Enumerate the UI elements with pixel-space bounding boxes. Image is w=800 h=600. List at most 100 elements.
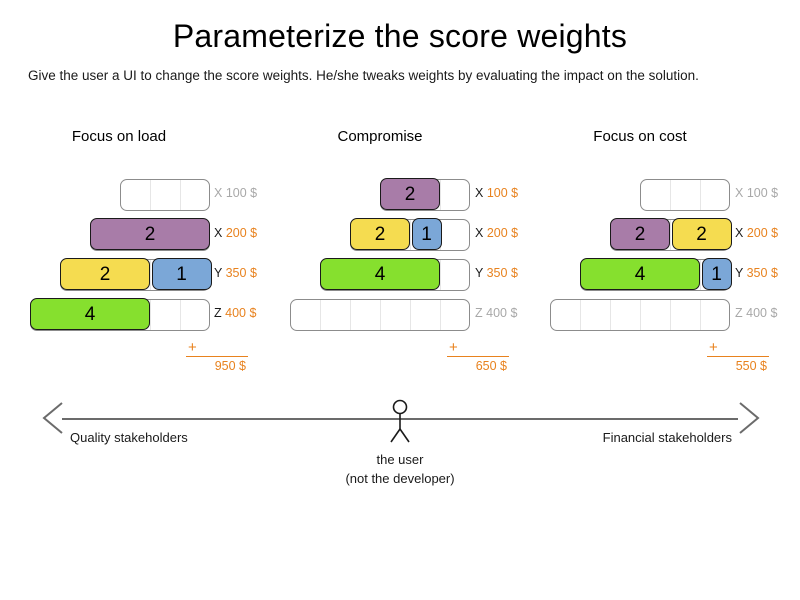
- row-amount: 350 $: [225, 266, 257, 280]
- weight-row: Z 400 $: [550, 295, 777, 335]
- weight-segment[interactable]: 1: [701, 258, 732, 290]
- column-sum: +950 $: [186, 340, 248, 373]
- row-amount: 100 $: [486, 186, 519, 200]
- track-slot[interactable]: [611, 300, 641, 330]
- track-slot[interactable]: [411, 180, 441, 210]
- page-subtitle: Give the user a UI to change the score w…: [28, 68, 699, 83]
- row-cost-label: X 200 $: [735, 226, 778, 240]
- track-slot[interactable]: [641, 220, 671, 250]
- row-amount: 100 $: [225, 186, 258, 200]
- track-slot[interactable]: [411, 300, 441, 330]
- track-slot[interactable]: [671, 260, 701, 290]
- weight-row: 4 Z 400 $: [28, 295, 256, 335]
- track-slot[interactable]: [671, 300, 701, 330]
- row-key: X: [214, 226, 223, 240]
- row-amount: 400 $: [746, 306, 778, 320]
- track-slot[interactable]: [151, 300, 181, 330]
- column-heading: Focus on load: [71, 128, 167, 145]
- row-cost-label: X 100 $: [214, 186, 257, 200]
- row-key: Z: [475, 306, 483, 320]
- track-slot[interactable]: [411, 260, 441, 290]
- track-slot[interactable]: [701, 300, 731, 330]
- track-slot[interactable]: [641, 180, 671, 210]
- row-cost-label: Z 400 $: [475, 306, 517, 320]
- track-slot[interactable]: [121, 300, 151, 330]
- weight-track[interactable]: [120, 179, 210, 211]
- weight-segment[interactable]: 1: [151, 258, 212, 290]
- track-slot[interactable]: [321, 300, 351, 330]
- track-slot[interactable]: [351, 300, 381, 330]
- weight-segment[interactable]: 2: [671, 218, 732, 250]
- weight-track[interactable]: [640, 179, 730, 211]
- column-heading: Focus on cost: [593, 128, 687, 145]
- track-slot[interactable]: [381, 220, 411, 250]
- weight-segment[interactable]: 4: [30, 298, 150, 330]
- row-cost-label: X 200 $: [214, 226, 257, 240]
- row-key: Z: [214, 306, 222, 320]
- weight-track[interactable]: [290, 299, 470, 331]
- sum-rule: [707, 356, 769, 357]
- row-key: X: [475, 226, 484, 240]
- row-amount: 350 $: [486, 266, 518, 280]
- row-amount: 200 $: [225, 226, 258, 240]
- weight-track[interactable]: [550, 299, 730, 331]
- weight-row: X 100 $: [28, 175, 257, 215]
- weight-row: Z 400 $: [290, 295, 517, 335]
- weight-segment[interactable]: 2: [380, 178, 440, 210]
- column-sum: +650 $: [447, 340, 509, 373]
- row-cost-label: Y 350 $: [475, 266, 518, 280]
- track-slot[interactable]: [441, 180, 471, 210]
- weight-row: 4 Y 350 $: [290, 255, 518, 295]
- track-slot[interactable]: [641, 300, 671, 330]
- weight-segment[interactable]: 2: [610, 218, 670, 250]
- user-stick-figure-icon: [380, 398, 420, 449]
- caption-line-2: (not the developer): [345, 471, 455, 486]
- track-slot[interactable]: [441, 260, 471, 290]
- track-slot[interactable]: [121, 260, 151, 290]
- track-slot[interactable]: [441, 300, 471, 330]
- weight-segment[interactable]: 4: [320, 258, 440, 290]
- sum-rule: [447, 356, 509, 357]
- weight-segment[interactable]: 2: [60, 258, 150, 290]
- page-title: Parameterize the score weights: [172, 18, 628, 54]
- track-slot[interactable]: [181, 300, 211, 330]
- track-slot[interactable]: [381, 300, 411, 330]
- track-slot[interactable]: [581, 300, 611, 330]
- track-slot[interactable]: [551, 300, 581, 330]
- row-amount: 400 $: [225, 306, 257, 320]
- weight-segment[interactable]: 4: [580, 258, 700, 290]
- row-cost-label: Y 350 $: [214, 266, 257, 280]
- weight-segments: 2: [90, 218, 210, 250]
- track-slot[interactable]: [121, 180, 151, 210]
- row-key: X: [475, 186, 484, 200]
- track-slot[interactable]: [701, 180, 731, 210]
- row-cost-label: Y 350 $: [735, 266, 778, 280]
- row-amount: 400 $: [486, 306, 518, 320]
- track-slot[interactable]: [671, 180, 701, 210]
- sum-total: 550 $: [735, 359, 767, 373]
- weight-segment[interactable]: 1: [411, 218, 442, 250]
- track-slot[interactable]: [181, 180, 211, 210]
- weight-segment[interactable]: 2: [90, 218, 210, 250]
- weight-segments: 4: [30, 298, 150, 330]
- weight-segment[interactable]: 2: [350, 218, 410, 250]
- track-slot[interactable]: [151, 180, 181, 210]
- sum-total: 950 $: [214, 359, 246, 373]
- track-slot[interactable]: [441, 220, 471, 250]
- track-slot[interactable]: [291, 300, 321, 330]
- row-key: Y: [735, 266, 744, 280]
- row-cost-label: X 100 $: [735, 186, 778, 200]
- user-figure-caption: the user (not the developer): [0, 450, 800, 488]
